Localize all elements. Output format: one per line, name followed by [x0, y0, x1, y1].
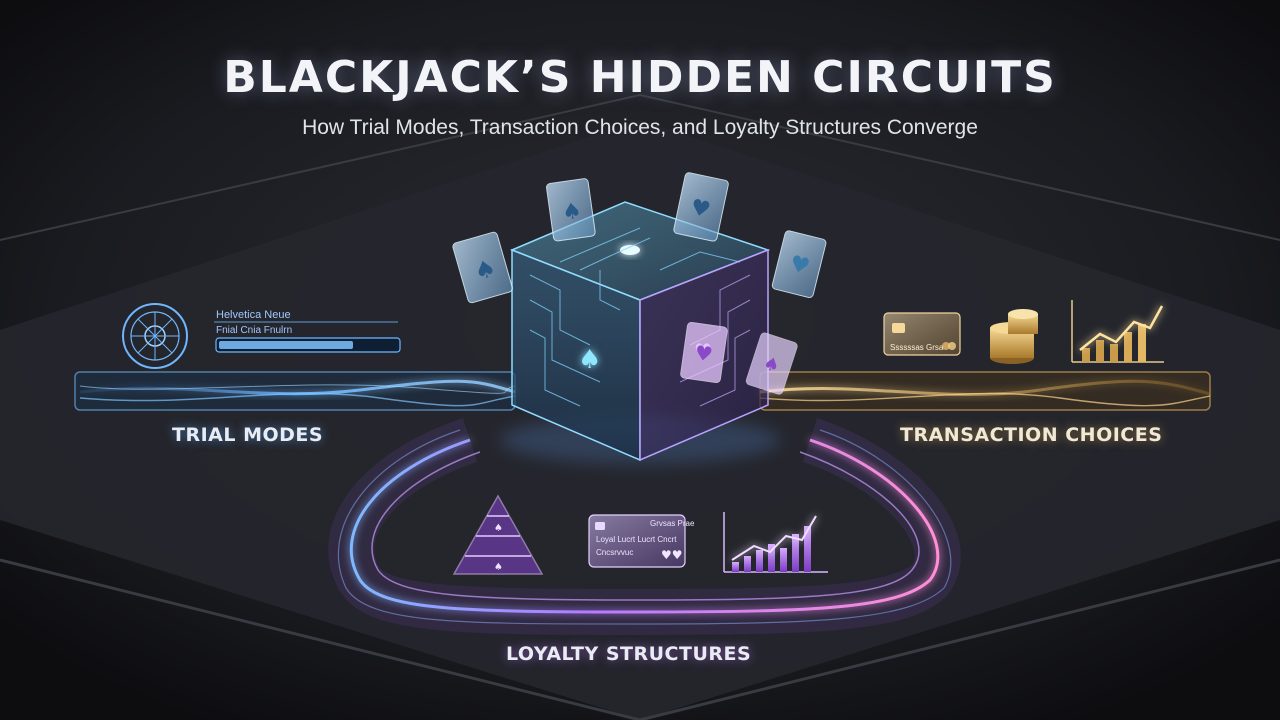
- trial-modes-label: TRIAL MODES: [172, 424, 324, 446]
- svg-text:♠: ♠: [561, 198, 584, 226]
- transaction-choices-label: TRANSACTION CHOICES: [900, 424, 1163, 446]
- floating-cards: ♠ ♠ ♥ ♥ ♥ ♠: [452, 172, 827, 395]
- loyalty-chart-icon: [723, 512, 828, 573]
- svg-text:♠: ♠: [494, 523, 503, 534]
- loyalty-loop: [328, 418, 961, 636]
- svg-text:♥♥: ♥♥: [661, 548, 683, 562]
- svg-text:♠: ♠: [760, 353, 782, 378]
- trial-panel-sub-label: Fnial Cnia Fnulrn: [216, 325, 293, 336]
- roulette-icon: [122, 303, 188, 369]
- svg-text:♠: ♠: [494, 562, 503, 573]
- trial-beam: [74, 371, 516, 411]
- credit-card-icon: [883, 312, 961, 356]
- trial-panel-font-label: Helvetica Neue: [216, 309, 291, 321]
- circuit-cube: ♠ ♥: [500, 201, 780, 464]
- transaction-beam: [759, 371, 1211, 411]
- page-title: BLACKJACK’S HIDDEN CIRCUITS: [223, 52, 1057, 103]
- growth-chart-icon: [1071, 300, 1164, 363]
- transaction-card-text: Ssssssas Grsa: [890, 343, 944, 352]
- trial-progress-bar: [215, 337, 401, 353]
- loyalty-card-icon: ♥♥: [588, 514, 686, 568]
- spade-icon: ♠: [578, 345, 601, 375]
- svg-text:♥: ♥: [693, 340, 714, 366]
- loyalty-structures-label: LOYALTY STRUCTURES: [506, 643, 752, 665]
- tier-pyramid-icon: ♠ ♠: [452, 494, 544, 575]
- page-subtitle: How Trial Modes, Transaction Choices, an…: [302, 116, 978, 139]
- loyalty-card-line2: Cncsrvvuc: [596, 548, 634, 557]
- chip-stack-icon: [990, 309, 1038, 364]
- loyalty-card-line1: Loyal Lucrt Lucrt Cncrt: [596, 535, 677, 544]
- loyalty-card-top-text: Grvsas Prae: [650, 519, 695, 528]
